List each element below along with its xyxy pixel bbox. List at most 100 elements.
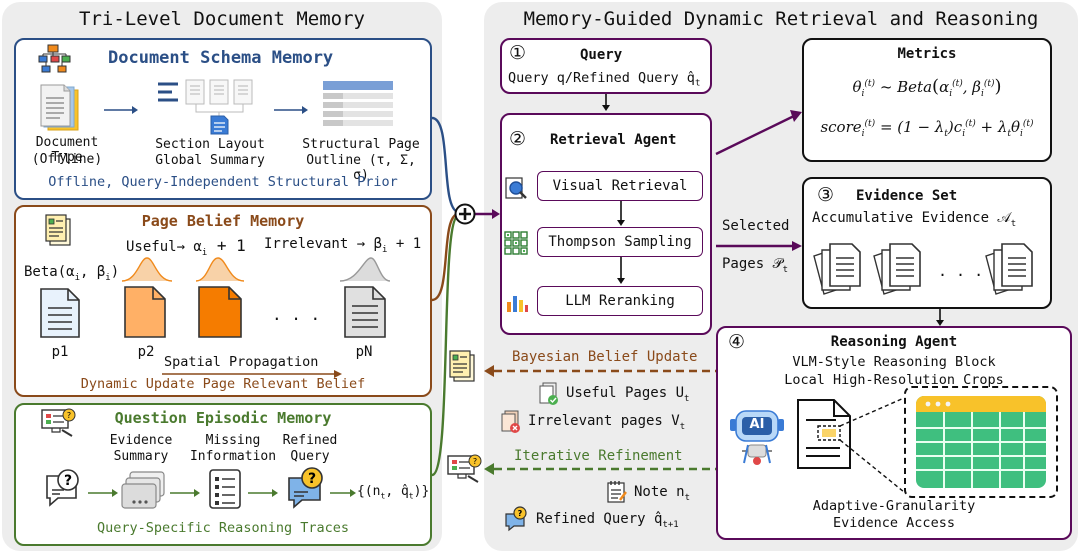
question-bubble-icon: ?	[46, 469, 79, 507]
refined-query-label-1: Refined	[282, 433, 338, 448]
reasoning-step-number: ④	[728, 331, 746, 353]
query-step-number: ①	[509, 42, 527, 64]
irrelevant-update-label: Irrelevant → βi + 1	[264, 236, 422, 255]
merge-plus-icon	[454, 203, 476, 225]
svg-text:?: ?	[64, 473, 72, 489]
retrieval-title: Retrieval Agent	[550, 132, 677, 148]
reasoning-document-icon	[797, 399, 851, 469]
arrow-doc-to-section	[104, 106, 138, 114]
arrow-section-to-outline	[274, 106, 308, 114]
iterative-refinement-arrow	[484, 463, 716, 475]
query-box	[500, 38, 712, 94]
belief-memory-title: Page Belief Memory	[141, 212, 305, 230]
refined-query-next-label: Refined Query q̂t+1	[536, 511, 679, 530]
arrow-missing-to-refined	[248, 489, 278, 497]
query-text: Query q/Refined Query q̂t	[508, 70, 701, 89]
reasoning-title: Reasoning Agent	[830, 334, 958, 350]
page-pN-label: pN	[355, 344, 373, 360]
ai-label: AI	[749, 417, 765, 432]
belief-update-target-icon	[449, 350, 475, 382]
episodic-memory-title: Question Episodic Memory	[114, 409, 332, 427]
note-label: Note nt	[634, 484, 690, 503]
arrow-query-to-retrieval	[602, 94, 610, 111]
bar-chart-icon	[507, 296, 528, 312]
reasoning-footer-2: Evidence Access	[833, 515, 955, 531]
right-panel-title: Memory-Guided Dynamic Retrieval and Reas…	[523, 8, 1039, 30]
belief-memory-icon	[45, 214, 71, 246]
pages-label: Pages 𝒫t	[722, 256, 789, 275]
bayesian-update-arrow	[484, 365, 716, 377]
evidence-doc-stack-1	[813, 243, 861, 295]
page-p3-icon	[198, 286, 242, 338]
distribution-curve-p2	[121, 257, 173, 282]
page-pN-icon	[344, 286, 386, 338]
sampling-grid-icon	[504, 231, 528, 255]
checklist-icon	[209, 469, 241, 509]
section-layout-icon	[158, 79, 253, 135]
missing-info-label-2: Information	[189, 449, 277, 464]
refined-query-label-2: Query	[290, 449, 330, 464]
evidence-doc-stack-3	[985, 243, 1033, 295]
arrow-summary-to-missing	[170, 489, 200, 497]
thompson-sampling-button[interactable]: Thompson Sampling	[537, 227, 703, 257]
doc-type-label: Document Type	[35, 135, 99, 165]
svg-text:?: ?	[473, 457, 477, 466]
episodic-footer: Query-Specific Reasoning Traces	[97, 520, 349, 536]
structural-page-label: Structural Page	[302, 137, 420, 152]
arrow-evidence-to-reasoning	[936, 309, 944, 326]
document-stack-icon	[40, 84, 79, 131]
outline-table-icon	[323, 81, 393, 126]
summary-stack-icon	[121, 471, 165, 509]
evidence-summary-label-2: Summary	[113, 449, 169, 464]
page-p1-icon	[40, 288, 80, 338]
beta-prior-label: Beta(αi, βi)	[24, 264, 120, 283]
bayesian-update-label: Bayesian Belief Update	[512, 349, 698, 365]
arrow-refined-to-tuple	[330, 489, 356, 497]
spatial-propagation-arrow	[162, 370, 342, 378]
belief-footer: Dynamic Update Page Relevant Belief	[80, 376, 366, 392]
outline-label: Outline (τ, Σ, σ)	[306, 153, 416, 183]
episodic-tuple: {(nt, q̂t)}	[357, 484, 430, 501]
llm-reranking-button[interactable]: LLM Reranking	[537, 286, 703, 316]
zoomed-table-icon	[916, 396, 1046, 488]
missing-info-label-1: Missing	[205, 433, 261, 448]
query-title: Query	[580, 47, 623, 63]
global-summary-label: Global Summary	[155, 153, 265, 168]
svg-text:?: ?	[67, 411, 71, 420]
retrieval-step-number: ②	[509, 128, 527, 150]
reasoning-footer-1: Adaptive-Granularity	[812, 498, 976, 514]
arrow-thompson-to-rerank	[617, 257, 625, 284]
left-panel-title: Tri-Level Document Memory	[79, 8, 365, 30]
page-p2-label: p2	[137, 344, 155, 360]
ai-robot-icon	[730, 410, 784, 465]
selected-label: Selected	[722, 218, 790, 234]
svg-text:?: ?	[308, 471, 316, 487]
evidence-step-number: ③	[817, 184, 835, 206]
page-p2-icon	[124, 286, 166, 338]
arrow-question-to-summary	[88, 489, 118, 497]
evidence-dots: . . .	[938, 262, 984, 280]
useful-pages-label: Useful Pages Ut	[566, 385, 690, 404]
section-layout-label: Section Layout	[155, 137, 265, 152]
reasoning-line-2: Local High-Resolution Crops	[784, 372, 1004, 388]
doc-type-offline-label: (Offline)	[31, 152, 103, 167]
refinement-target-icon: ?	[447, 454, 482, 483]
irrelevant-pages-icon	[501, 410, 520, 433]
distribution-curve-p3	[195, 257, 245, 282]
spatial-propagation-label: Spatial Propagation	[164, 354, 319, 370]
evidence-text: Accumulative Evidence 𝒜t	[812, 210, 1017, 229]
iterative-refinement-label: Iterative Refinement	[514, 448, 683, 464]
metrics-equation-2: scorei(t) = (1 − λt)ci(t) + λtθi(t)	[820, 118, 1034, 139]
refined-query-small-icon: ?	[505, 506, 527, 532]
arrow-visual-to-thompson	[617, 201, 625, 226]
metrics-equation-1: θi(t) ~ Beta(αi(t), βi(t))	[852, 76, 1002, 99]
visual-retrieval-button[interactable]: Visual Retrieval	[537, 171, 703, 201]
schema-icon	[38, 44, 71, 73]
evidence-summary-label-1: Evidence	[109, 433, 173, 448]
page-p1-label: p1	[51, 344, 69, 360]
irrelevant-pages-label: Irrelevant pages Vt	[528, 413, 686, 432]
page-dots: . . .	[272, 305, 321, 324]
